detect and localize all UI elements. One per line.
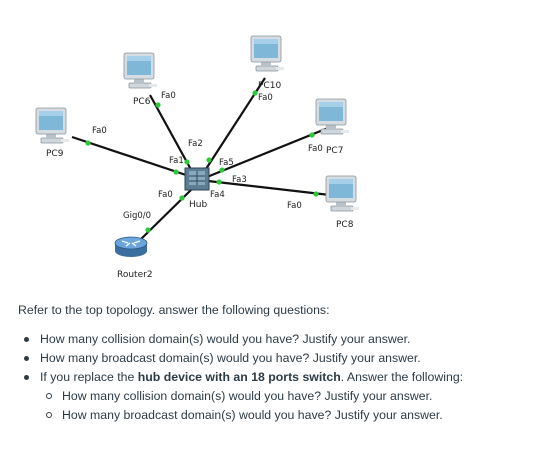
link-pc8-hub <box>207 179 331 197</box>
hub-label: Hub <box>189 200 207 210</box>
hub-fa3-label: Fa3 <box>232 175 247 185</box>
hub-fa0-label: Fa0 <box>158 190 173 200</box>
question-3: If you replace the hub device with an 18… <box>18 368 538 425</box>
pc8-port-label: Fa0 <box>287 201 302 211</box>
question-3-suffix: . Answer the following: <box>340 370 464 384</box>
hub-fa5-label: Fa5 <box>219 158 234 168</box>
pc6-port-label: Fa0 <box>161 91 176 101</box>
question-3a: How many collision domain(s) would you h… <box>40 387 538 406</box>
pc10-label: PC10 <box>258 81 281 91</box>
question-text: Refer to the top topology. answer the fo… <box>18 301 538 425</box>
pc7-port-label: Fa0 <box>308 144 323 154</box>
hub-device <box>184 167 210 191</box>
hub-fa4-label: Fa4 <box>210 190 225 200</box>
intro-text: Refer to the top topology. answer the fo… <box>18 303 330 317</box>
question-2: How many broadcast domain(s) would you h… <box>18 349 538 368</box>
pc7-device <box>315 98 350 135</box>
hub-fa2-label: Fa2 <box>188 139 203 149</box>
pc9-label: PC9 <box>46 149 64 159</box>
pc9-device <box>35 107 70 144</box>
pc10-port-label: Fa0 <box>258 93 273 103</box>
pc9-port-label: Fa0 <box>92 126 107 136</box>
question-3-bold: hub device with an 18 ports switch <box>137 370 341 384</box>
pc6-device <box>123 52 158 89</box>
question-1: How many collision domain(s) would you h… <box>18 330 538 349</box>
question-3-prefix: If you replace the <box>40 370 138 384</box>
question-3-sublist: How many collision domain(s) would you h… <box>40 387 538 425</box>
pc8-device <box>325 175 360 212</box>
question-3b: How many broadcast domain(s) would you h… <box>40 406 538 425</box>
router-port-label: Gig0/0 <box>123 211 151 221</box>
pc10-device <box>250 35 285 72</box>
question-list: How many collision domain(s) would you h… <box>18 330 538 425</box>
pc6-label: PC6 <box>133 97 151 107</box>
router-label: Router2 <box>117 270 153 280</box>
network-topology: PC6 PC10 PC9 PC7 PC8 Hub Router2 Fa0 Fa0… <box>35 35 360 280</box>
link-indicators <box>85 90 319 233</box>
router-device <box>114 236 148 257</box>
link-pc7-hub <box>206 126 329 179</box>
link-pc9-hub <box>71 135 190 178</box>
hub-fa1-label: Fa1 <box>169 156 184 166</box>
pc8-label: PC8 <box>336 220 354 230</box>
links <box>71 77 331 243</box>
pc7-label: PC7 <box>326 146 343 156</box>
